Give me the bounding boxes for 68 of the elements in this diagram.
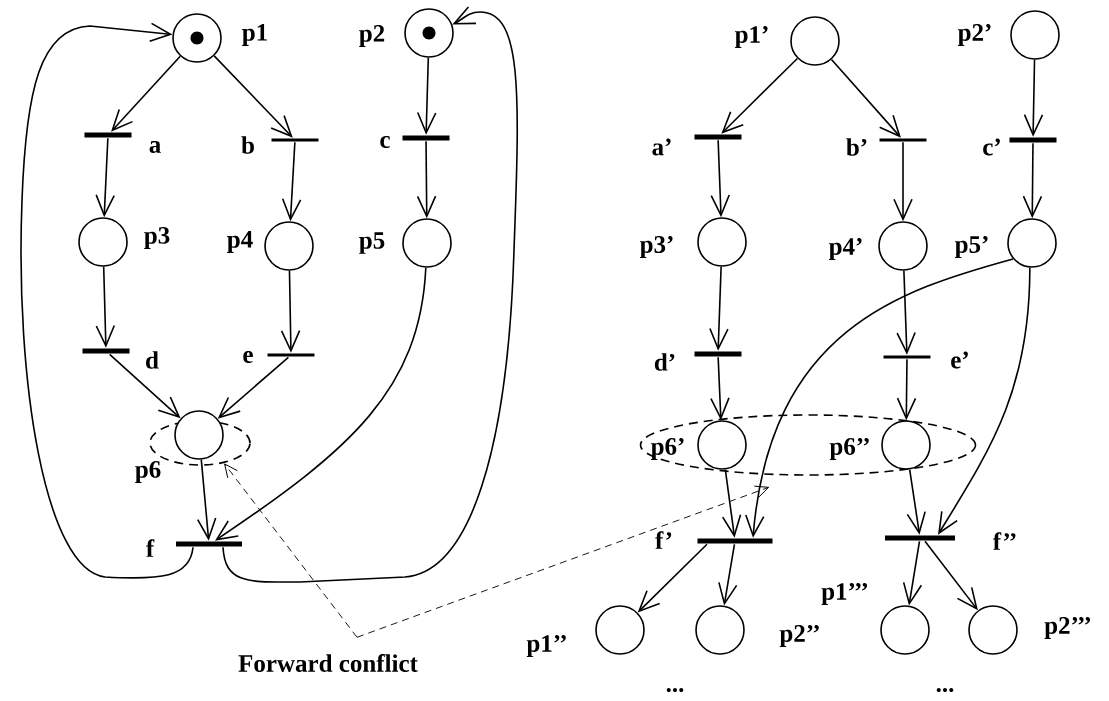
place-label: a’ — [652, 138, 671, 156]
ellipsis-label: ... — [936, 687, 954, 693]
place-label: b — [241, 136, 254, 154]
place-label: p4’ — [828, 238, 862, 260]
place-label: c — [380, 136, 390, 148]
arc-arrow — [215, 266, 427, 541]
dashed-ellipse — [639, 414, 977, 476]
arc-arrow — [721, 468, 742, 538]
text-label: Forward conflict — [238, 654, 418, 672]
ellipsis-label: ... — [666, 687, 684, 693]
place-label: p2’’ — [779, 625, 819, 647]
arc-arrow — [108, 353, 181, 419]
place-label: p6’ — [650, 438, 684, 460]
place-label: p1’’ — [526, 635, 566, 657]
arc-arrow — [893, 141, 913, 222]
arc-arrow — [718, 543, 738, 606]
place-label: p1’’’ — [821, 583, 868, 605]
arc-arrow — [721, 57, 799, 134]
arc-arrow — [896, 358, 917, 421]
arc-arrow — [217, 356, 290, 419]
place-label: f’ — [655, 531, 672, 549]
arc-arrow — [111, 55, 182, 132]
place-label: p4 — [227, 231, 253, 253]
place-label: p2’ — [957, 24, 991, 46]
arc-arrow — [20, 22, 194, 579]
place-label: c’ — [983, 138, 1000, 156]
arc-arrow — [902, 540, 923, 606]
arc-arrow — [280, 270, 301, 353]
place-label: p1’ — [734, 26, 768, 48]
place-label: p5 — [359, 232, 385, 254]
arc-arrow — [637, 543, 708, 613]
arc-arrow — [416, 140, 437, 219]
arc-arrow — [95, 265, 116, 348]
arc-arrow — [709, 265, 729, 351]
dashed-arrow — [224, 463, 358, 638]
place-label: f — [146, 539, 155, 557]
arc-arrow — [416, 57, 437, 135]
arc-arrow — [1023, 59, 1044, 137]
arc-arrow — [938, 266, 1031, 535]
place-label: p6’’ — [829, 438, 869, 460]
dashed-arrow — [356, 485, 770, 638]
arc-arrow — [924, 540, 978, 611]
arc-arrow — [196, 458, 217, 541]
arc-arrow — [710, 139, 730, 218]
arc-arrow — [830, 58, 901, 138]
arc-arrow — [896, 269, 916, 355]
place-label: p3 — [144, 227, 170, 249]
place-label: p5’ — [954, 236, 988, 258]
place-label: d — [146, 351, 159, 369]
place-label: p6 — [135, 461, 161, 483]
arc-arrow — [281, 141, 302, 222]
place-label: e — [243, 351, 253, 363]
arc-arrow — [906, 468, 926, 535]
place-label: b’ — [846, 138, 867, 156]
arc-arrow — [95, 137, 115, 218]
place-label: a — [149, 141, 161, 153]
arc-arrow — [745, 258, 1014, 538]
place-label: p2 — [359, 25, 385, 47]
place-label: p3’ — [639, 236, 673, 258]
arc-arrow — [222, 6, 518, 583]
arc-arrow — [213, 55, 293, 138]
arc-arrow — [1022, 142, 1043, 219]
place-label: f’’ — [992, 532, 1016, 550]
place-label: p2’’’ — [1044, 617, 1091, 639]
place-label: d’ — [654, 353, 675, 371]
arc-arrow — [710, 356, 730, 421]
place-label: p1 — [242, 24, 267, 46]
place-label: e’ — [951, 351, 968, 369]
